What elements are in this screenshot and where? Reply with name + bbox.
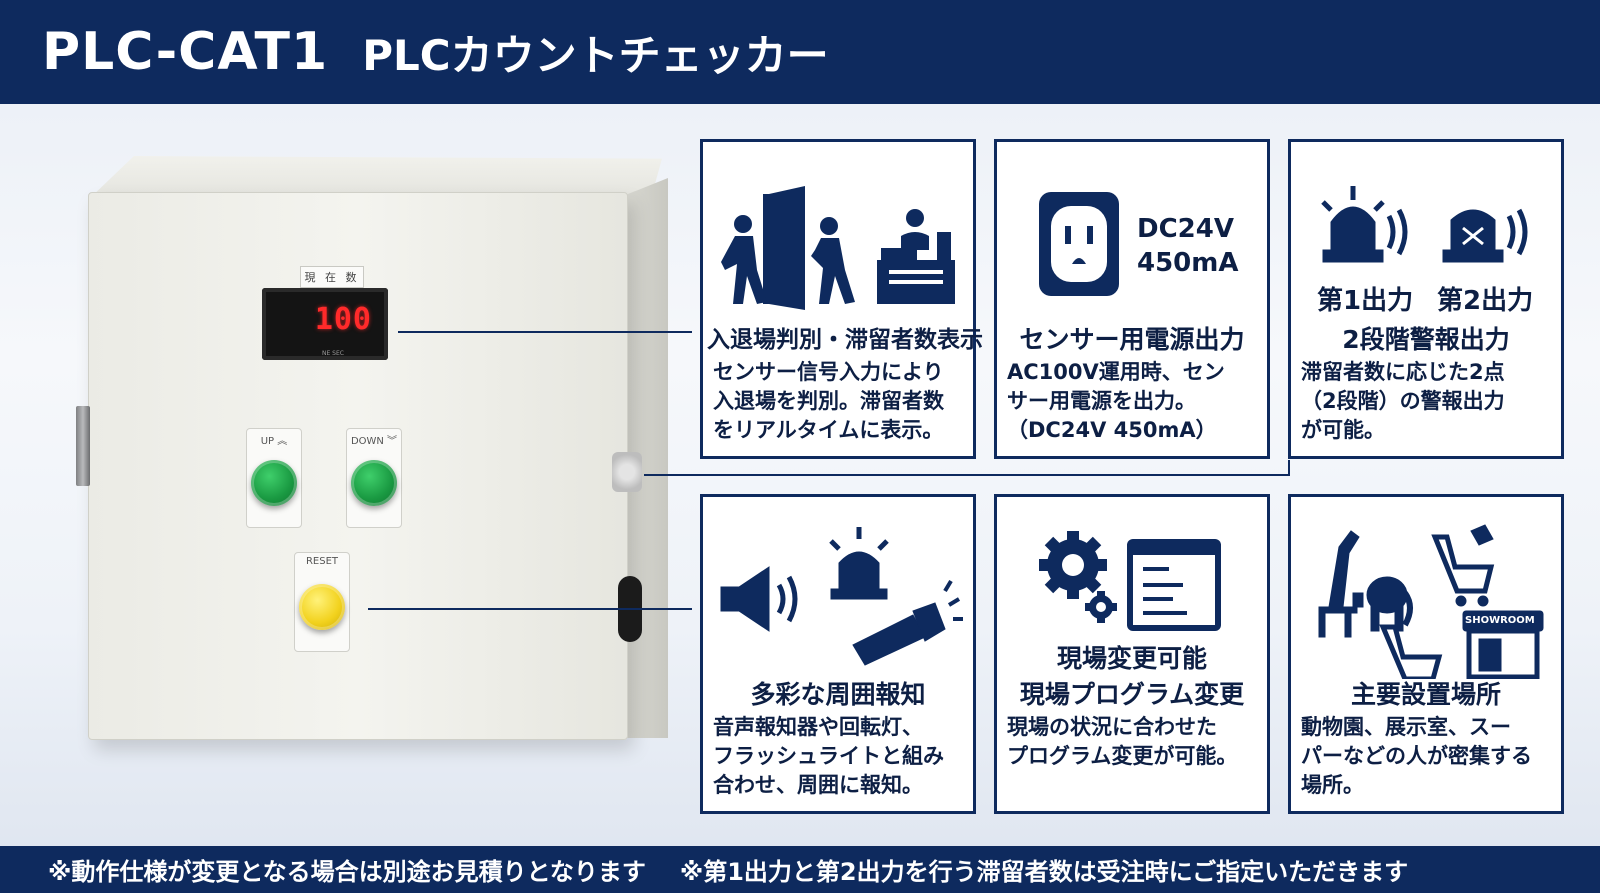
feature-card-entry-exit: 入退場判別・滞留者数表示 センサー信号入力により 入退場を判別。滞留者数 をリア… <box>700 139 983 459</box>
reset-button[interactable] <box>299 584 345 630</box>
display-label: 現 在 数 <box>300 266 364 288</box>
footer-note-1: ※動作仕様が変更となる場合は別途お見積りとなります <box>48 858 646 886</box>
footer-notes: ※動作仕様が変更となる場合は別途お見積りとなります ※第1出力と第2出力を行う滞… <box>0 846 1600 893</box>
up-button[interactable] <box>251 460 297 506</box>
entry-exit-icons <box>713 152 963 324</box>
display-small-text: NE SEC <box>322 350 344 357</box>
showroom-sign-text: SHOWROOM <box>1465 615 1535 626</box>
connector-line-gland-up <box>1288 460 1290 476</box>
program-change-icons: 現場変更可能 <box>1007 507 1257 679</box>
door-person-icon <box>721 186 955 310</box>
feature-card-locations: SHOWROOM 主要設置場所 動物園、展示室、スー パーなどの人が密集する 場… <box>1288 494 1564 814</box>
feature-card-program-change: 現場変更可能 現場プログラム変更 現場の状況に合わせた プログラム変更が可能。 <box>994 494 1270 814</box>
connector-line-display <box>398 331 692 333</box>
connector-line-gland <box>644 474 1290 476</box>
connector-line-reset <box>368 608 692 610</box>
icon-caption: 現場変更可能 <box>1056 644 1207 673</box>
up-button-label: UP ︽ <box>260 436 288 447</box>
feature-desc: 動物園、展示室、スー パーなどの人が密集する 場所。 <box>1301 715 1532 797</box>
feature-desc: AC100V運用時、セン サー用電源を出力。 （DC24V 450mA） <box>1007 360 1225 442</box>
feature-card-alarm-output: 第1出力 第2出力 2段階警報出力 滞留者数に応じた2点 （2段階）の警報出力 … <box>1288 139 1564 459</box>
sensor-power-icons: DC24V 450mA <box>1007 152 1257 324</box>
product-name: PLCカウントチェッカー <box>362 30 829 80</box>
feature-desc: センサー信号入力により 入退場を判別。滞留者数 をリアルタイムに表示。 <box>713 360 944 442</box>
counter-value: 100 <box>314 302 372 337</box>
box-hinge <box>76 406 90 486</box>
output1-label: 第1出力 <box>1317 286 1414 316</box>
warning-lights-icon <box>1321 186 1528 263</box>
down-button[interactable] <box>351 460 397 506</box>
dc-voltage-text: DC24V <box>1137 214 1234 244</box>
zoo-store-showroom-icon <box>1318 524 1544 679</box>
feature-card-notification: 多彩な周囲報知 音声報知器や回転灯、 フラッシュライトと組み 合わせ、周囲に報知… <box>700 494 976 814</box>
cable-gland <box>612 452 642 492</box>
reset-button-label: RESET <box>305 556 339 567</box>
speaker-light-flashlight-icon <box>720 527 963 666</box>
notification-icons <box>713 507 963 679</box>
counter-display: 100 NE SEC <box>262 288 388 360</box>
model-number: PLC-CAT1 <box>42 22 329 82</box>
control-box-image: 現 在 数 100 NE SEC UP ︽ DOWN ︾ RESET <box>70 156 670 756</box>
dc-current-text: 450mA <box>1137 248 1239 278</box>
feature-card-sensor-power: DC24V 450mA センサー用電源出力 AC100V運用時、セン サー用電源… <box>994 139 1270 459</box>
gear-code-icon <box>1039 531 1221 631</box>
power-outlet-icon <box>1039 192 1119 296</box>
title-bar: PLC-CAT1 PLCカウントチェッカー <box>0 0 1600 104</box>
alarm-output-icons: 第1出力 第2出力 <box>1301 152 1551 324</box>
feature-desc: 現場の状況に合わせた プログラム変更が可能。 <box>1007 715 1238 768</box>
feature-title: 多彩な周囲報知 <box>750 680 926 709</box>
location-icons: SHOWROOM <box>1301 507 1551 679</box>
output2-label: 第2出力 <box>1437 286 1534 316</box>
feature-title: 現場プログラム変更 <box>1019 680 1245 709</box>
feature-desc: 音声報知器や回転灯、 フラッシュライトと組み 合わせ、周囲に報知。 <box>713 715 944 797</box>
feature-title: 入退場判別・滞留者数表示 <box>707 327 983 353</box>
feature-title: 主要設置場所 <box>1350 680 1501 709</box>
down-button-label: DOWN ︾ <box>350 436 398 447</box>
footer-note-2: ※第1出力と第2出力を行う滞留者数は受注時にご指定いただきます <box>679 858 1409 886</box>
feature-title: 2段階警報出力 <box>1342 325 1510 354</box>
feature-title: センサー用電源出力 <box>1019 325 1245 354</box>
feature-desc: 滞留者数に応じた2点 （2段階）の警報出力 が可能。 <box>1301 360 1505 442</box>
